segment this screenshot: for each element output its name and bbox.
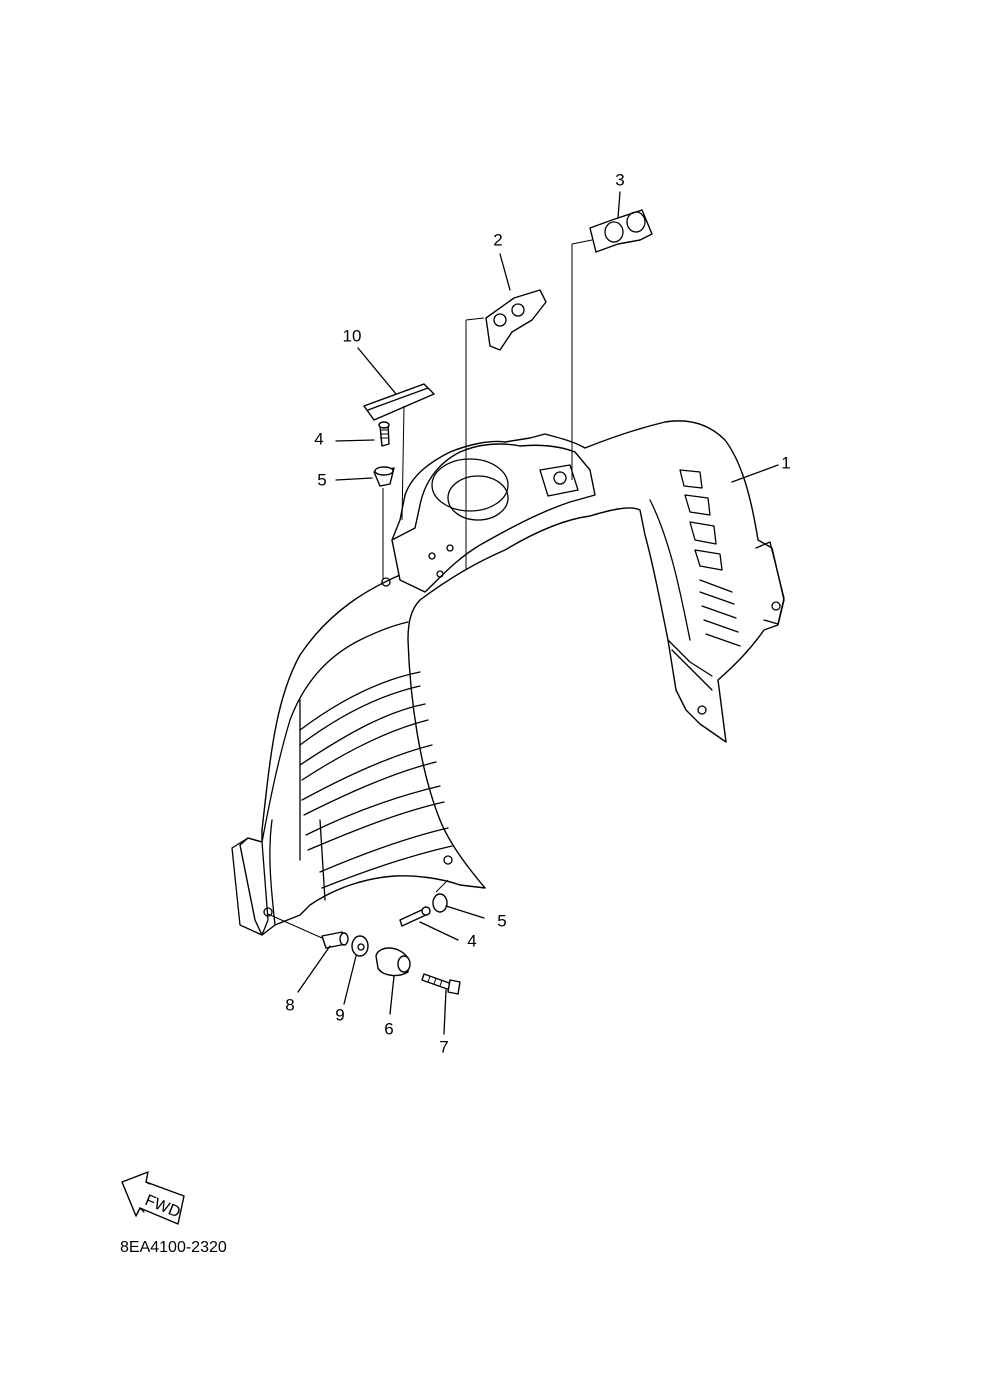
collar-part-8[interactable]	[321, 931, 349, 949]
callout-4-lower: 4	[467, 931, 476, 950]
callout-9: 9	[335, 1005, 344, 1024]
bolt-part-7[interactable]	[421, 973, 461, 995]
drawing-code: 8EA4100-2320	[120, 1239, 227, 1256]
callout-labels: 1 2 3 4 5 4 5 6 7 8 9 10	[285, 170, 790, 1056]
callout-3: 3	[615, 170, 624, 189]
screw-part-4-lower[interactable]	[399, 906, 431, 927]
washer-part-9[interactable]	[351, 935, 369, 957]
strip-part-10[interactable]	[363, 383, 435, 421]
forward-arrow-icon: FWD	[121, 1171, 185, 1225]
callout-8: 8	[285, 995, 294, 1014]
callout-1: 1	[781, 453, 790, 472]
callout-7: 7	[439, 1037, 448, 1056]
callout-4-upper: 4	[314, 429, 323, 448]
panel-part-2[interactable]	[485, 289, 547, 351]
callout-2: 2	[493, 230, 502, 249]
leader-lines	[267, 191, 779, 1035]
callout-5-lower: 5	[497, 911, 506, 930]
damper-part-6[interactable]	[375, 947, 411, 977]
callout-6: 6	[384, 1019, 393, 1038]
grommet-part-5-upper[interactable]	[373, 466, 395, 487]
callout-10: 10	[343, 326, 362, 345]
grommet-part-5-lower[interactable]	[432, 893, 448, 913]
callout-5-upper: 5	[317, 470, 326, 489]
screw-part-4-upper[interactable]	[378, 421, 390, 447]
panel-part-3[interactable]	[589, 209, 653, 253]
front-cover-part[interactable]	[231, 420, 785, 936]
